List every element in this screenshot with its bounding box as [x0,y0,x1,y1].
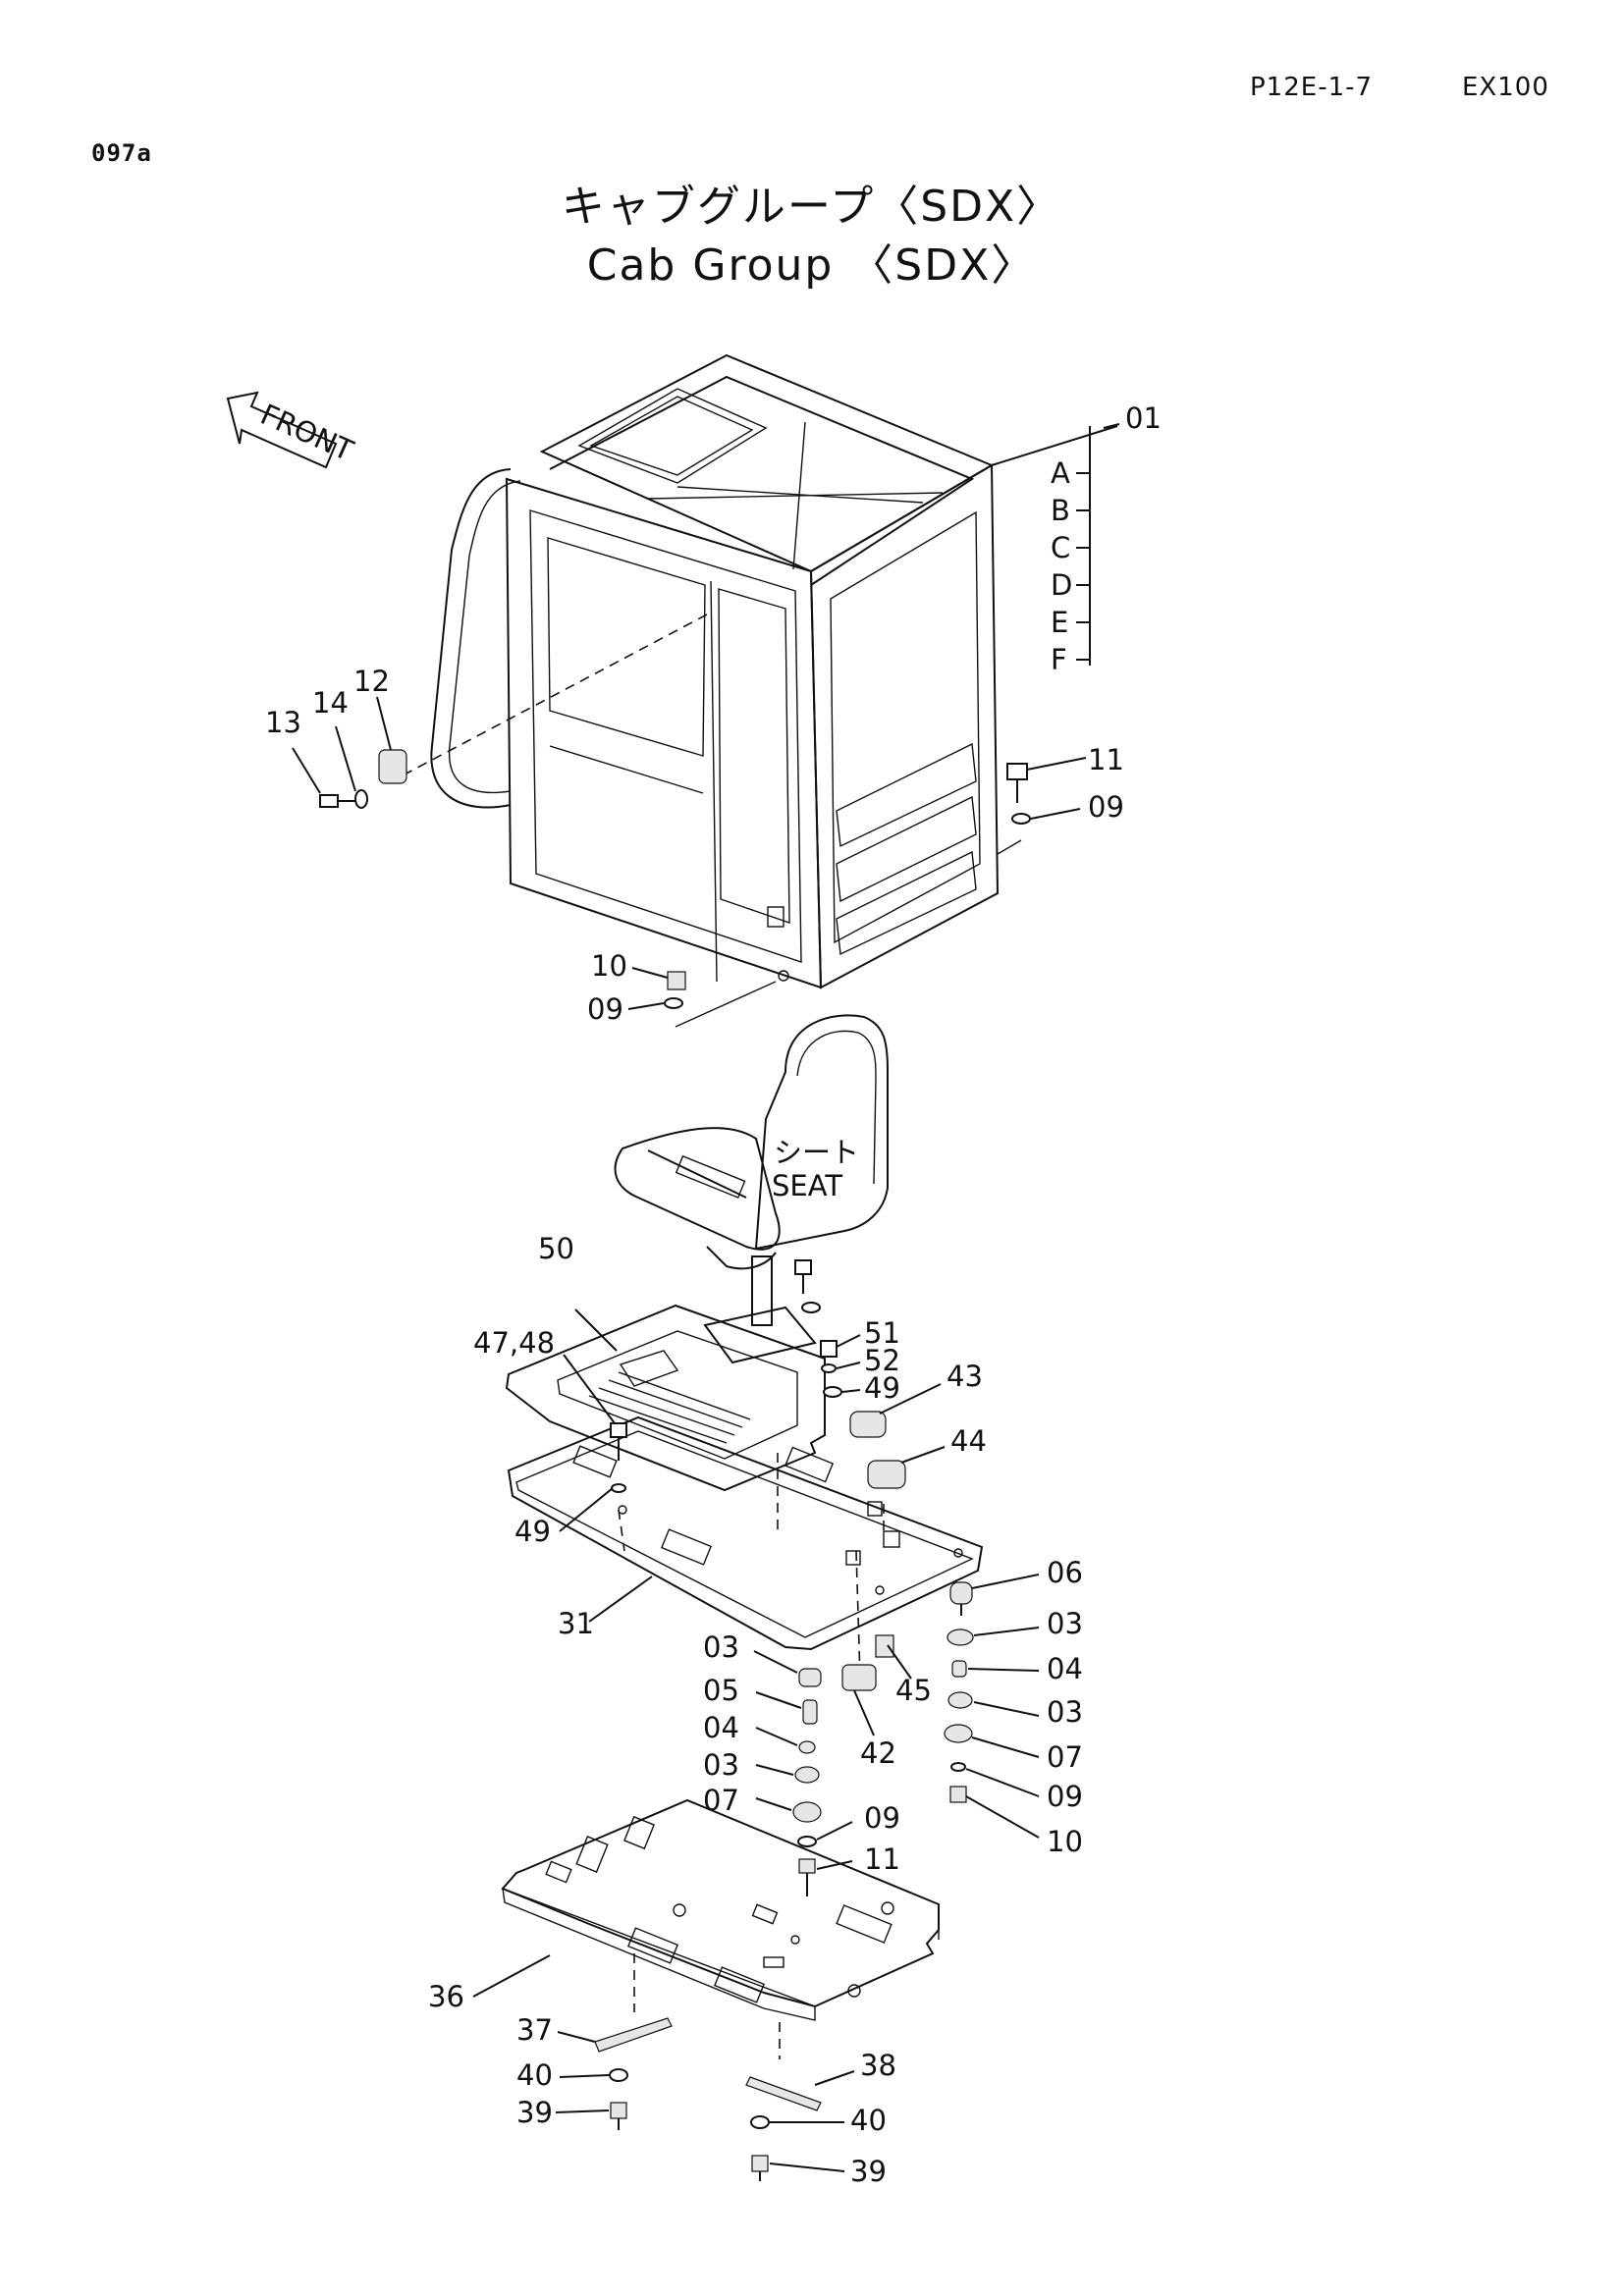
callout-07: 07 [1047,1740,1083,1774]
callout-01: 01 [1125,401,1162,435]
callout-45: 45 [895,1674,932,1707]
callout-37: 37 [516,2013,553,2047]
callout-49: 49 [864,1371,900,1405]
model-number: EX100 [1462,73,1549,102]
leader-lines [472,423,1120,2172]
title-japanese: キャブグループ〈SDX〉 [561,182,1062,232]
callout-04: 04 [1047,1652,1083,1685]
callout-numbers: 01 11 09 12 14 13 10 09 50 47,48 51 52 4… [265,401,1162,2188]
callout-03: 03 [703,1748,739,1782]
callout-04: 04 [703,1711,739,1744]
cab-drawing [402,353,1000,989]
variant-e: E [1051,606,1068,639]
callout-11: 11 [864,1842,900,1876]
callout-05: 05 [703,1674,739,1707]
callout-52: 52 [864,1344,900,1377]
bracket-hardware [594,2017,822,2181]
cab-variant-bracket: A B C D E F [991,425,1118,676]
callout-06: 06 [1047,1556,1083,1589]
floor-mat-drawing [505,1304,826,1492]
page-code: P12E-1-7 [1250,73,1374,102]
callout-07: 07 [703,1784,739,1817]
callout-39: 39 [516,2096,553,2129]
seat-drawing: シート SEAT [614,1014,889,1364]
callout-10: 10 [1047,1825,1083,1858]
callout-09: 09 [864,1801,900,1835]
floor-hardware [610,1340,974,1896]
cab-hardware [292,696,1087,1028]
callout-31: 31 [558,1607,594,1640]
callout-49: 49 [514,1515,551,1548]
callout-39: 39 [850,2155,887,2188]
seat-label-english: SEAT [772,1169,842,1202]
sheet-id: 097a [91,139,152,167]
callout-03: 03 [703,1630,739,1664]
title-english: Cab Group 〈SDX〉 [586,240,1037,291]
callout-09: 09 [587,992,623,1026]
callout-44: 44 [950,1424,987,1458]
callout-11: 11 [1088,743,1124,776]
callout-38: 38 [860,2049,896,2082]
callout-10: 10 [591,949,627,983]
callout-13: 13 [265,706,301,739]
callout-50: 50 [538,1232,574,1265]
callout-51: 51 [864,1316,900,1350]
callout-09: 09 [1088,790,1124,824]
callout-47-48: 47,48 [473,1326,555,1360]
front-arrow-label: FRONT [255,398,358,467]
variant-c: C [1051,531,1070,564]
callout-14: 14 [312,686,349,720]
callout-36: 36 [428,1980,464,2013]
variant-d: D [1051,568,1072,602]
front-arrow-icon: FRONT [226,391,358,469]
callout-40: 40 [516,2058,553,2092]
base-plate-drawing [501,1798,940,2059]
seat-label-japanese: シート [774,1136,859,1169]
callout-40: 40 [850,2104,887,2137]
callout-42: 42 [860,1736,896,1770]
callout-03: 03 [1047,1607,1083,1640]
variant-b: B [1051,494,1070,527]
variant-a: A [1051,456,1070,490]
callout-09: 09 [1047,1780,1083,1813]
floor-plate-drawing [507,1415,984,1680]
callout-43: 43 [947,1360,983,1393]
variant-f: F [1051,643,1067,676]
callout-12: 12 [353,665,390,698]
callout-03: 03 [1047,1695,1083,1729]
